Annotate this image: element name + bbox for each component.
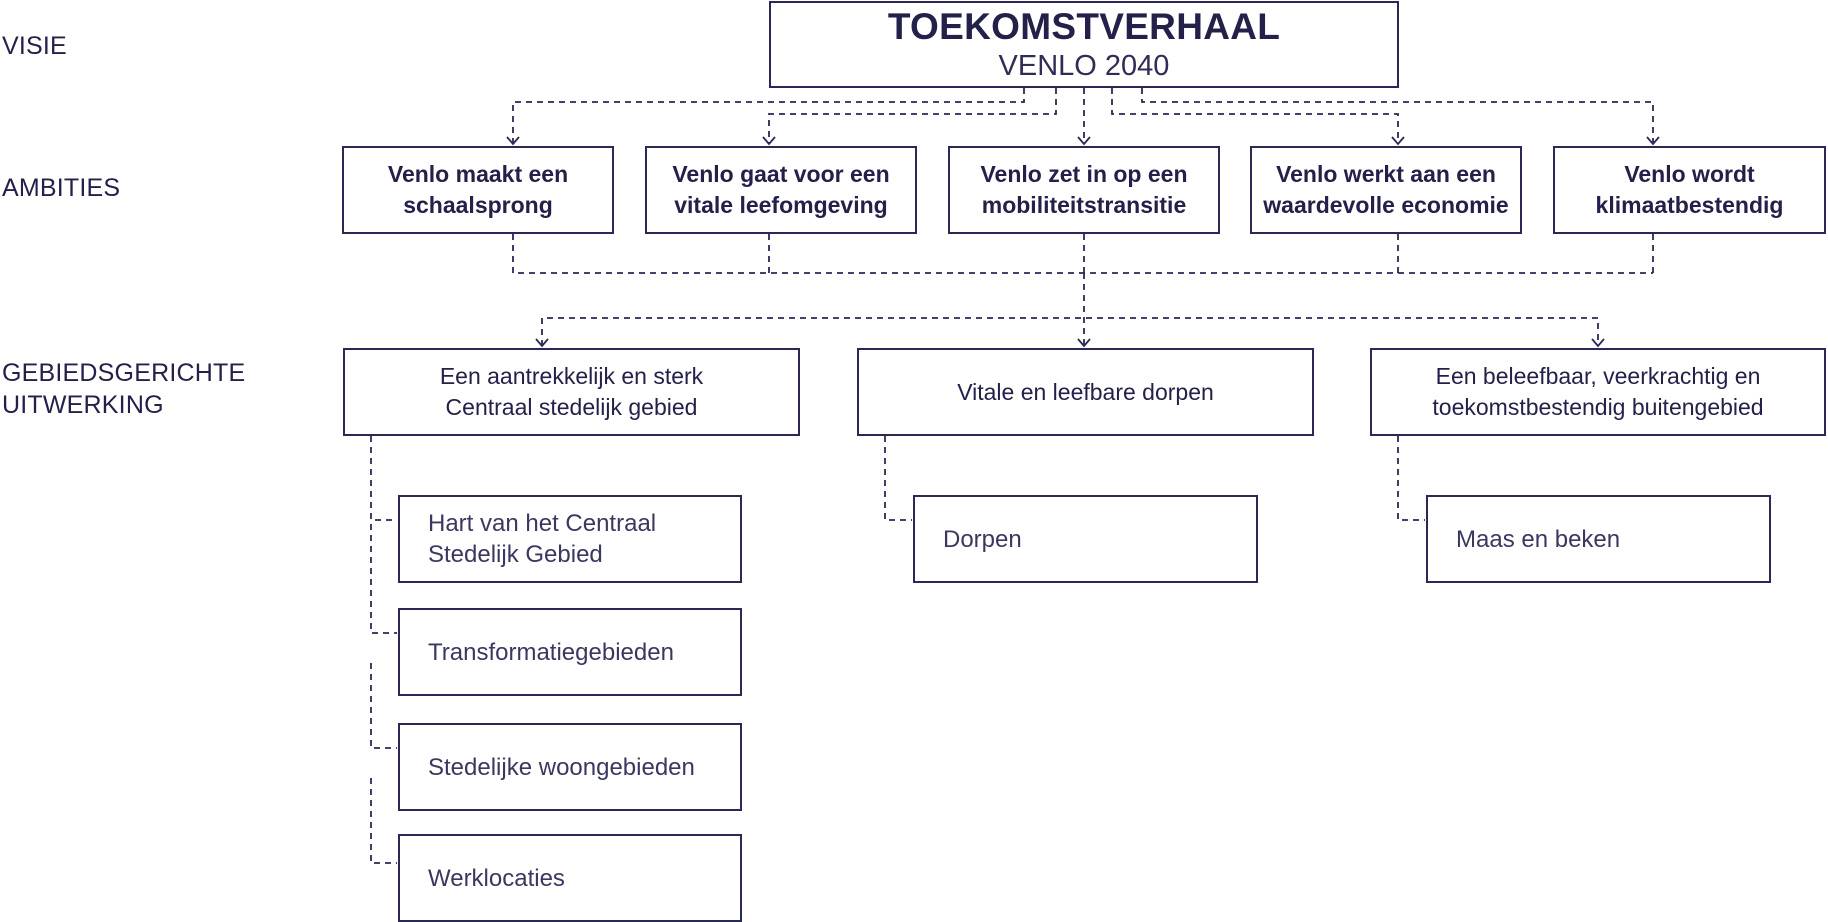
connector-ambition-merge [512,234,1653,274]
ambition-line2: vitale leefomgeving [674,192,888,218]
ambition-line2: schaalsprong [403,192,553,218]
arrow-icon [1646,136,1660,146]
row-label-visie: VISIE [2,32,67,60]
ambition-box-klimaat: Venlo wordt klimaatbestendig [1553,146,1826,234]
ambition-line1: Venlo wordt [1624,161,1755,187]
arrow-icon [506,136,520,146]
connector-vision-to-ambition-5 [1141,88,1654,144]
sub-line1: Transformatiegebieden [428,638,674,666]
connector-vision-to-ambition-1 [512,88,1025,144]
ambition-box-schaalsprong: Venlo maakt een schaalsprong [342,146,614,234]
vision-subtitle: VENLO 2040 [998,49,1170,82]
sub-line1: Maas en beken [1456,525,1621,553]
vision-box: TOEKOMSTVERHAAL VENLO 2040 [769,1,1399,88]
ambition-line2: klimaatbestendig [1595,192,1784,218]
connector-central-to-transformatie [370,524,397,634]
area-line1: Een aantrekkelijk en sterk [439,363,704,389]
row-label-gebiedsgerichte: GEBIEDSGERICHTE UITWERKING [2,357,245,421]
connector-buitengebied-to-sub [1397,436,1425,521]
area-line2: toekomstbestendig buitengebied [1432,394,1764,420]
row-label-gebied-line2: UITWERKING [2,391,164,419]
connector-area-distribution [541,317,1599,346]
area-box-centraal-stedelijk: Een aantrekkelijk en sterk Centraal sted… [343,348,800,436]
connector-dorpen-to-sub [884,436,912,521]
row-label-ambities: AMBITIES [2,174,121,202]
sub-box-transformatie: Transformatiegebieden [398,608,742,696]
sub-line1: Dorpen [943,525,1022,553]
arrow-icon [762,136,776,146]
area-line1: Een beleefbaar, veerkrachtig en [1435,363,1761,389]
area-line1: Vitale en leefbare dorpen [957,378,1214,405]
connector-vision-to-ambition-4 [1111,88,1399,144]
arrow-icon [1077,338,1091,348]
sub-line1: Werklocaties [428,864,565,892]
connector-vision-to-ambition-2 [768,88,1057,144]
sub-line2: Stedelijk Gebied [428,541,603,568]
ambition-box-economie: Venlo werkt aan een waardevolle economie [1250,146,1522,234]
ambition-box-mobiliteit: Venlo zet in op een mobiliteitstransitie [948,146,1220,234]
ambition-line2: mobiliteitstransitie [981,192,1187,218]
sub-box-woongebieden: Stedelijke woongebieden [398,723,742,811]
ambition-line1: Venlo maakt een [387,161,569,187]
arrow-icon [535,338,549,348]
area-box-dorpen: Vitale en leefbare dorpen [857,348,1314,436]
sub-box-dorpen: Dorpen [913,495,1258,583]
sub-line1: Hart van het Centraal [428,510,657,537]
arrow-icon [1591,338,1605,348]
sub-box-hart-centraal: Hart van het Centraal Stedelijk Gebied [398,495,742,583]
sub-box-maas-beken: Maas en beken [1426,495,1771,583]
vision-title: TOEKOMSTVERHAAL [887,5,1281,47]
arrow-icon [1391,136,1405,146]
sub-box-werklocaties: Werklocaties [398,834,742,922]
ambition-box-leefomgeving: Venlo gaat voor een vitale leefomgeving [645,146,917,234]
area-line2: Centraal stedelijk gebied [445,394,698,420]
arrow-icon [1077,136,1091,146]
ambition-line2: waardevolle economie [1263,192,1509,218]
connector-central-to-woongebieden [370,663,397,749]
area-box-buitengebied: Een beleefbaar, veerkrachtig en toekomst… [1370,348,1826,436]
ambition-line1: Venlo gaat voor een [672,161,890,187]
sub-line1: Stedelijke woongebieden [428,753,695,781]
connector-central-to-werklocaties [370,778,397,864]
ambition-line1: Venlo werkt aan een [1276,161,1496,187]
connector-central-to-hart [370,436,397,521]
row-label-gebied-line1: GEBIEDSGERICHTE [2,359,246,387]
ambition-line1: Venlo zet in op een [980,161,1188,187]
